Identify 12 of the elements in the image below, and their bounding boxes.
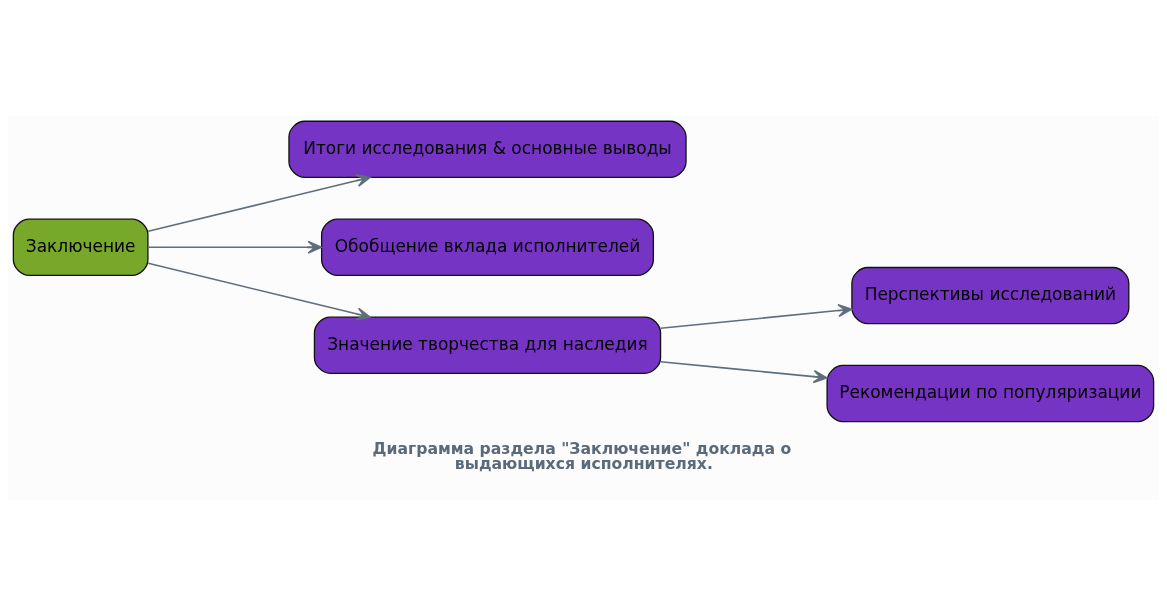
node-box: Заключение — [12, 218, 149, 276]
arrow — [147, 173, 371, 232]
node-box: Перспективы исследований — [851, 266, 1130, 324]
node-box: Обобщение вклада исполнителей — [320, 218, 655, 276]
arrow — [147, 262, 371, 320]
node-box: Рекомендации по популяризации — [826, 364, 1155, 422]
arrow — [659, 303, 853, 329]
arrow — [147, 240, 323, 254]
node-box: Итоги исследования & основные выводы — [288, 120, 687, 178]
diagram-title: Диаграмма раздела "Заключение" доклада о выдающихся исполнителях. — [372, 438, 792, 473]
arrow — [659, 360, 828, 383]
node-box: Значение творчества для наследия — [313, 316, 662, 374]
